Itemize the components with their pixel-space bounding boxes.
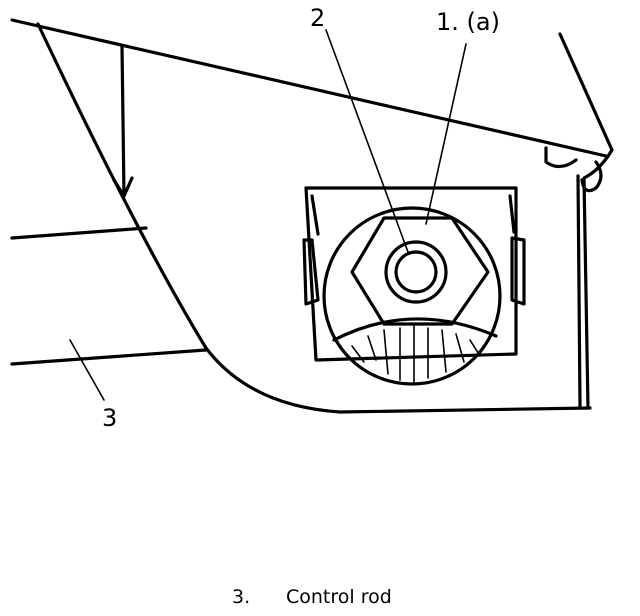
control-rod-lower [10, 348, 208, 366]
callout-item-3: 3 [102, 404, 117, 432]
legend-item-number: 3. [232, 586, 251, 608]
mounting-plate [304, 186, 518, 362]
housing-right-edge-inner [576, 174, 582, 408]
leader-item-2 [325, 29, 409, 253]
leader-item-3 [69, 339, 105, 401]
plate-tab-left [310, 194, 320, 236]
housing-notch [544, 146, 578, 169]
housing-outline [36, 22, 592, 414]
plate-tab-right [508, 194, 516, 234]
housing-top-edge [10, 18, 608, 158]
legend-item-text: Control rod [286, 586, 392, 608]
dial-graduations [351, 325, 481, 383]
adjusting-bolt-outer [384, 240, 448, 304]
callout-item-2: 2 [310, 4, 325, 32]
housing-hook [580, 160, 603, 193]
plate-slot-left [302, 238, 320, 306]
adjusting-bolt-inner [394, 250, 438, 294]
plate-slot-right [510, 236, 526, 306]
control-rod-upper [10, 226, 148, 240]
legend: 3. Control rod [232, 586, 392, 608]
callout-item-1: 1. (a) [436, 8, 500, 36]
leader-item-1 [425, 43, 467, 225]
housing-inner-line [120, 44, 126, 198]
dial-scale-arc [332, 317, 498, 342]
housing-right-edge [558, 32, 614, 410]
hex-nut [350, 216, 490, 326]
dial-disk [322, 206, 502, 386]
